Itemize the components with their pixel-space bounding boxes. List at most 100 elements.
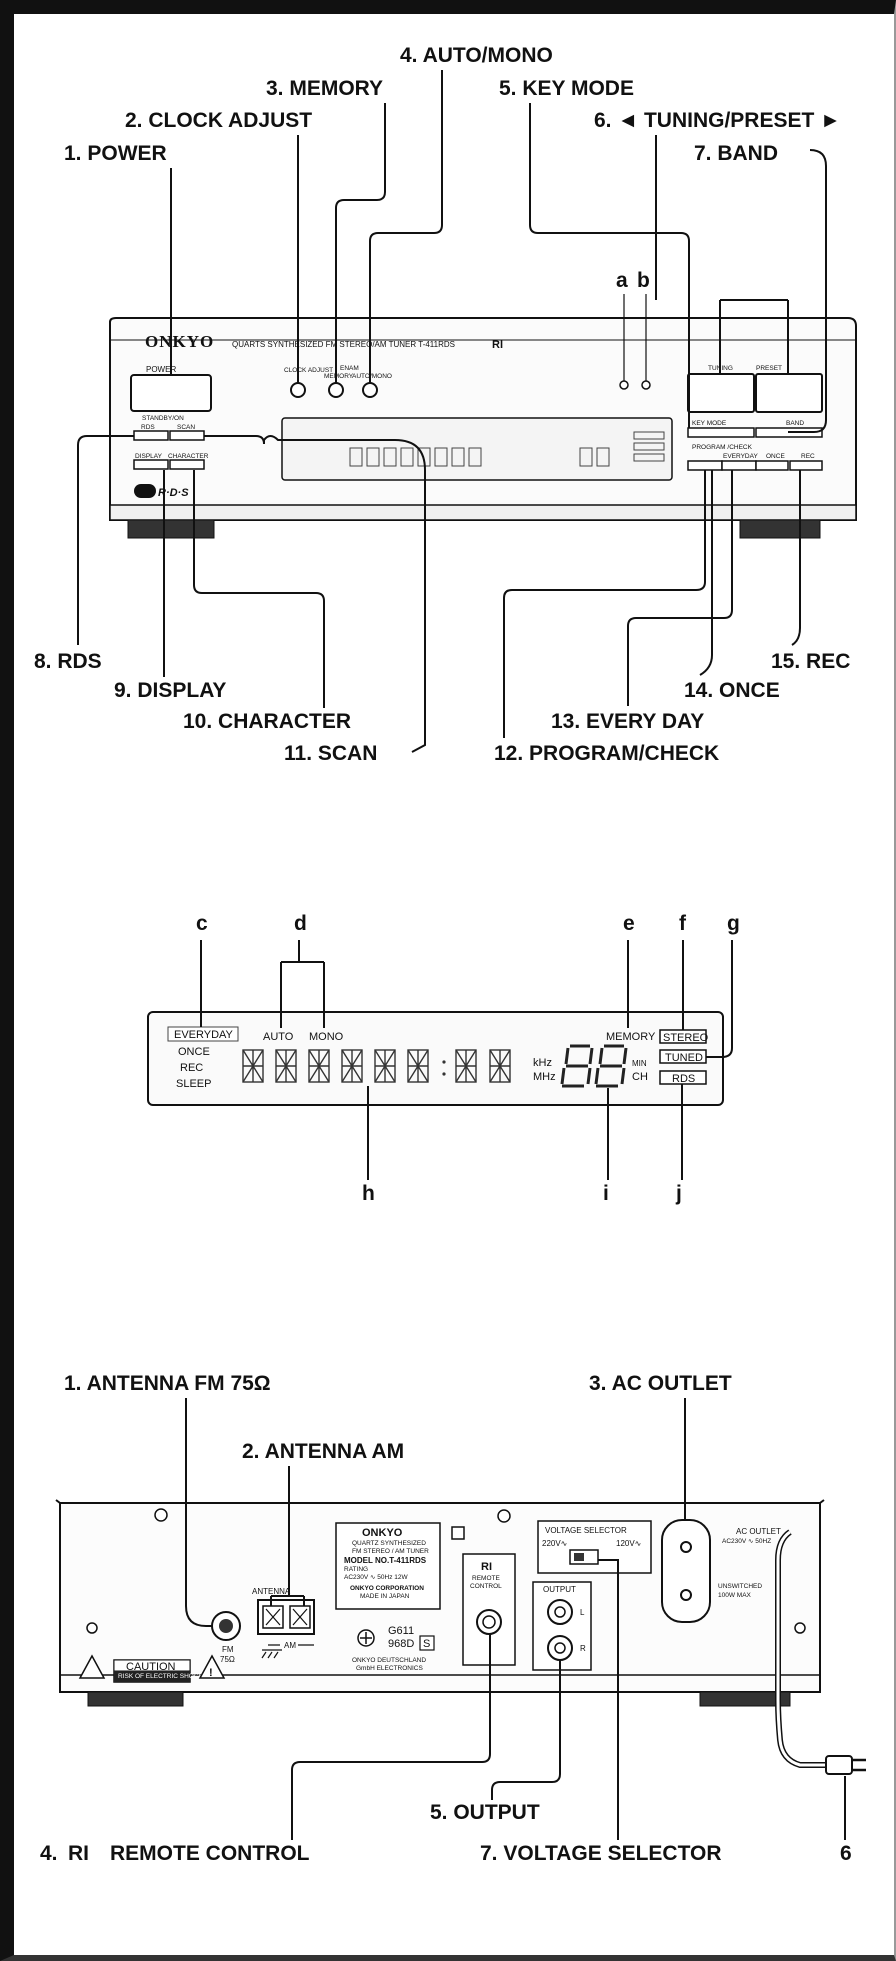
display-key-text: DISPLAY (135, 453, 163, 460)
key-mode-button[interactable] (687, 427, 755, 438)
leader-antenna-fm (185, 1398, 212, 1627)
label-j: j (675, 1182, 682, 1205)
label-tuning-preset: 6. ◄ TUNING/PRESET ► (594, 109, 841, 132)
label-key-mode: 5. KEY MODE (499, 77, 634, 100)
label-scan: 11. SCAN (284, 742, 377, 765)
label-output: 5. OUTPUT (430, 1801, 540, 1824)
leader-voltage-selector (598, 1559, 619, 1840)
vs-220: 220V∿ (542, 1539, 567, 1548)
plate-made: MADE IN JAPAN (360, 1593, 410, 1600)
leader-remote (291, 1634, 491, 1840)
caution-exclaim: ! (209, 1667, 213, 1679)
once-key-text: ONCE (766, 453, 785, 460)
ind-mhz: MHz (533, 1071, 556, 1083)
leader-g (706, 940, 733, 1058)
key-mode-text: KEY MODE (692, 420, 727, 427)
label-remote-control: REMOTE CONTROL (110, 1842, 310, 1865)
cert2-text: 968D (388, 1638, 414, 1650)
program-check-button[interactable] (687, 460, 723, 471)
enam-text: ENAM (340, 365, 359, 372)
caution-sub-text: RISK OF ELECTRIC SHOCK (118, 1673, 204, 1680)
memory-key-text: MEMORY (324, 373, 354, 380)
label-display: 9. DISPLAY (114, 679, 226, 702)
label-antenna-am: 2. ANTENNA AM (242, 1440, 404, 1463)
label-auto-mono: 4. AUTO/MONO (400, 44, 553, 67)
remote-r1-text: RI (481, 1561, 492, 1573)
label-once: 14. ONCE (684, 679, 780, 702)
preset-key-text: PRESET (756, 365, 782, 372)
leader-a-b (623, 294, 647, 381)
clock-adjust-text: CLOCK ADJUST (284, 367, 333, 374)
ind-mono: MONO (309, 1031, 344, 1043)
label-memory: 3. MEMORY (266, 77, 383, 100)
cert1-text: G611 (388, 1625, 414, 1637)
rds-button[interactable] (133, 430, 169, 441)
plate-rating: RATING (344, 1566, 368, 1573)
leader-once (699, 470, 713, 676)
display-button[interactable] (133, 459, 169, 470)
everyday-button[interactable] (721, 460, 757, 471)
character-button[interactable] (169, 459, 205, 470)
ac-outlet[interactable] (661, 1519, 711, 1623)
auto-mono-button[interactable] (362, 382, 378, 398)
ind-rds: RDS (672, 1073, 695, 1085)
plate-ac: AC230V ∿ 50Hz 12W (344, 1574, 408, 1581)
leader-program-check (503, 470, 706, 738)
memory-button[interactable] (328, 382, 344, 398)
dist1-text: ONKYO DEUTSCHLAND (352, 1657, 426, 1664)
program-check-text: PROGRAM /CHECK (692, 444, 753, 451)
ind-tuned: TUNED (665, 1052, 703, 1064)
ind-min: MIN (632, 1059, 647, 1068)
clock-adjust-button[interactable] (290, 382, 306, 398)
leader-antenna-am (270, 1466, 305, 1606)
label-a: a (616, 269, 628, 292)
r1-logo: RI (492, 339, 503, 351)
label-character: 10. CHARACTER (183, 710, 351, 733)
label-remote-num: 4. (40, 1842, 58, 1865)
once-button[interactable] (755, 460, 789, 471)
auto-mono-key-text: AUTO/MONO (352, 373, 392, 380)
label-h: h (362, 1182, 375, 1205)
fm-ohm-text: 75Ω (220, 1655, 235, 1664)
leader-rds (77, 435, 134, 645)
plate-model: MODEL NO.T-411RDS (344, 1556, 427, 1565)
label-remote-r1: RI (68, 1842, 89, 1865)
brand-logo: ONKYO (145, 332, 214, 351)
ind-ch: CH (632, 1071, 648, 1083)
antenna-text: ANTENNA (252, 1587, 291, 1596)
rear-panel-figure: 1. ANTENNA FM 75Ω 3. AC OUTLET 2. ANTENN… (40, 1372, 866, 1865)
unswitched-text: UNSWITCHED (718, 1583, 762, 1590)
character-segments (242, 1049, 511, 1083)
rec-button[interactable] (789, 460, 823, 471)
label-b: b (637, 269, 650, 292)
scan-button[interactable] (169, 430, 205, 441)
plate-corp: ONKYO CORPORATION (350, 1585, 424, 1592)
label-f: f (679, 912, 687, 935)
label-antenna-fm: 1. ANTENNA FM 75Ω (64, 1372, 271, 1395)
tuning-up-button[interactable] (755, 373, 823, 413)
remote-text: REMOTE (472, 1575, 500, 1582)
output-panel (532, 1581, 592, 1671)
label-rds: 8. RDS (34, 650, 102, 673)
label-band: 7. BAND (694, 142, 778, 165)
vs-120: 120V∿ (616, 1539, 641, 1548)
digit-segments (560, 1044, 628, 1088)
label-six: 6 (840, 1842, 852, 1865)
band-key-text: BAND (786, 420, 804, 427)
ind-rec: REC (180, 1062, 203, 1074)
power-button[interactable] (130, 374, 212, 412)
output-l-text: L (580, 1608, 585, 1617)
nameplate (335, 1522, 441, 1610)
leader-rec (791, 470, 801, 646)
ind-sleep: SLEEP (176, 1078, 211, 1090)
leader-scan (204, 435, 426, 753)
ind-khz: kHz (533, 1057, 552, 1069)
remote-text2: CONTROL (470, 1583, 502, 1590)
ac-rating-text: AC230V ∿ 50HZ (722, 1538, 771, 1545)
output-text: OUTPUT (543, 1585, 576, 1594)
tuning-down-button[interactable] (687, 373, 755, 413)
ac-outlet-text: AC OUTLET (736, 1527, 781, 1536)
label-d: d (294, 912, 307, 935)
